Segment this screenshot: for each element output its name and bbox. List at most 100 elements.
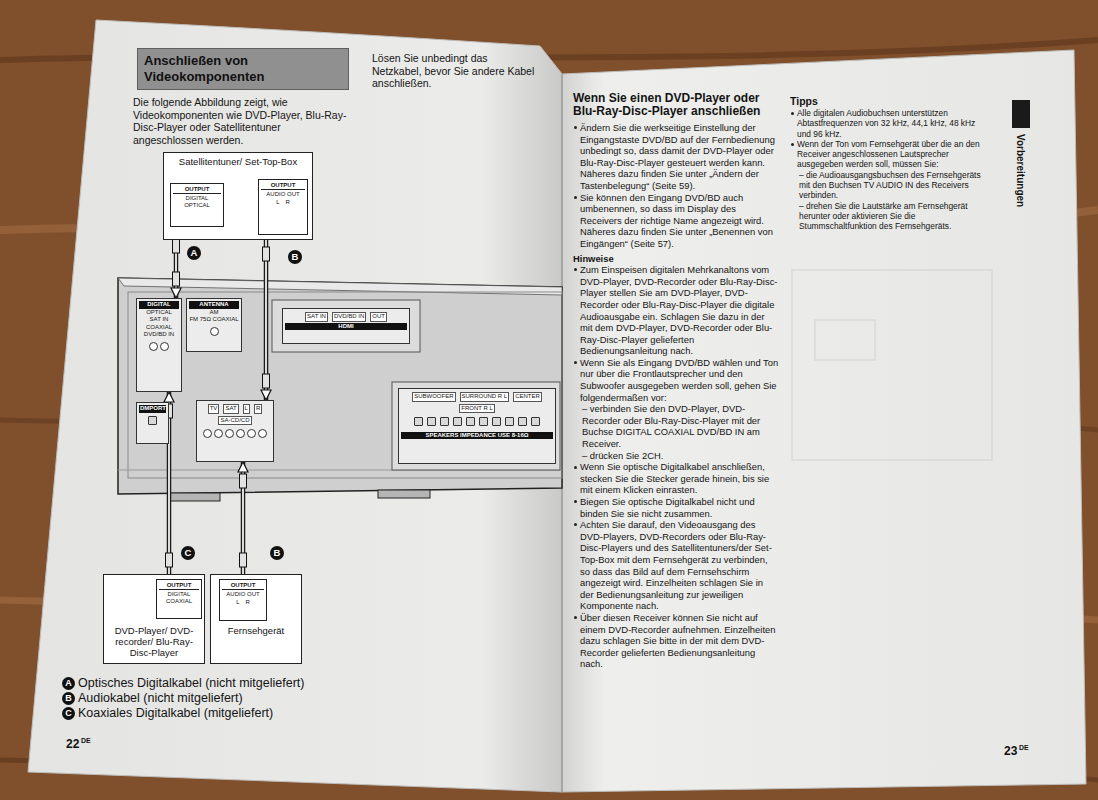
speaker-terminal: [505, 417, 514, 426]
cable-connector: [238, 462, 248, 579]
receiver-rear-panel: [118, 278, 562, 501]
node-text: ANTENNA: [189, 301, 239, 309]
node-text: OUT: [370, 312, 387, 322]
speaker-terminal: [453, 417, 462, 426]
node-text: SUBWOOFER: [412, 392, 455, 402]
output-panel: OUTPUTAUDIO OUTLR: [219, 579, 267, 621]
speaker-bay: [392, 382, 560, 470]
note-paragraph: Sie können den Eingang DVD/BD auch umben…: [573, 192, 779, 250]
node-text: L: [235, 599, 240, 606]
receiver-panel-frame: [128, 292, 562, 478]
legend-text: Koaxiales Digitalkabel (mitgeliefert): [78, 706, 273, 720]
node-text: SAT: [223, 404, 238, 414]
hdmi-bay: [272, 300, 420, 352]
node-text: SPEAKERS IMPEDANCE USE 8-16Ω: [401, 432, 553, 440]
connector-row: [189, 326, 239, 340]
cable-plug: [240, 553, 247, 567]
bullet-dot: [791, 143, 794, 146]
jack-socket: [210, 327, 219, 336]
bullet-dot: [574, 466, 577, 469]
jack-socket: [225, 429, 234, 438]
note-paragraph: – verbinden Sie den DVD-Player, DVD-Reco…: [573, 403, 779, 449]
right-page: [562, 50, 1086, 792]
speaker-terminal: [148, 416, 157, 425]
bleed-through: [792, 270, 992, 460]
bullet-dot: [574, 523, 577, 526]
node-text: DIGITAL OPTICAL: [173, 195, 221, 209]
callout-letter: B: [270, 546, 284, 560]
node-text: DIGITAL: [139, 301, 179, 309]
node-text: AUDIO OUT: [261, 191, 305, 198]
note-heading: Tipps: [790, 95, 988, 108]
page-number: 22: [66, 737, 79, 751]
speaker-terminal: [414, 417, 423, 426]
text-column: Wenn Sie einen DVD-Player oder Blu-Ray-D…: [573, 92, 779, 670]
receiver-foot: [378, 490, 430, 498]
node-text: OUTPUT: [222, 582, 264, 590]
page-suffix: DE: [1019, 744, 1029, 752]
node-text: R: [285, 199, 291, 206]
jack-socket: [203, 429, 212, 438]
jack-panel: ANTENNAAMFM 75Ω COAXIAL: [186, 298, 242, 352]
receiver-body: [118, 278, 562, 494]
output-panel: OUTPUTAUDIO OUTLR: [258, 179, 308, 235]
node-text: OUTPUT: [159, 582, 199, 590]
node-text: DVD/BD IN: [139, 331, 179, 339]
node-text: Fernsehgerät: [214, 625, 298, 636]
jack-socket: [149, 342, 158, 351]
output-panel: OUTPUTDIGITAL COAXIAL: [156, 579, 202, 619]
node-text: CENTER: [513, 392, 542, 402]
jack-socket: [236, 429, 245, 438]
legend-text: Optisches Digitalkabel (nicht mitgeliefe…: [78, 676, 304, 690]
node-text: SAT IN: [139, 316, 179, 324]
note-paragraph: Alle digitalen Audiobuchsen unterstützen…: [790, 108, 988, 139]
arrow-head: [164, 392, 174, 402]
connector-row: [139, 341, 179, 355]
node-text: L: [243, 404, 250, 414]
connector-row: [139, 415, 166, 429]
bullet-dot: [574, 616, 577, 619]
note-heading: Hinweise: [573, 253, 779, 265]
speaker-terminal: [466, 417, 475, 426]
cable-plug: [173, 272, 180, 286]
note-paragraph: – die Audioausgangsbuchsen des Fernsehge…: [790, 170, 988, 201]
cable-plug: [263, 247, 270, 261]
note-paragraph: Ändern Sie die werkseitige Einstellung d…: [573, 122, 779, 192]
node-text: AUDIO OUT: [222, 591, 264, 598]
node-text: DVD/BD IN: [332, 312, 366, 322]
cable-plug: [173, 239, 180, 253]
node-text: SURROUND R L: [460, 392, 510, 402]
note-paragraph: – drücken Sie 2CH.: [573, 450, 779, 462]
index-tab: [1012, 100, 1030, 128]
cable-connector: [261, 235, 271, 400]
intro-text: Die folgende Abbildung zeigt, wie Videok…: [133, 96, 347, 146]
callout-letter: C: [181, 546, 195, 560]
node-text: COAXIAL: [139, 324, 179, 332]
arrow-head: [261, 390, 271, 400]
jack-socket: [258, 429, 267, 438]
bullet-dot: [791, 112, 794, 115]
bleed-shape: [792, 270, 992, 460]
node-text: DMPORT: [139, 405, 166, 413]
connector-row: [401, 416, 553, 430]
node-text: R: [254, 404, 262, 414]
bleed-shape: [815, 320, 875, 360]
node-text: OUTPUT: [261, 182, 305, 190]
warning-note: Lösen Sie unbedingt das Netzkabel, bevor…: [372, 52, 540, 90]
legend-row: BAudiokabel (nicht mitgeliefert): [62, 691, 304, 706]
note-paragraph: Wenn Sie als Eingang DVD/BD wählen und T…: [573, 357, 779, 403]
node-text: DVD-Player/ DVD-recorder/ Blu-Ray-Disc-P…: [107, 625, 201, 658]
node-text: R: [245, 599, 251, 606]
node-text: L: [275, 199, 280, 206]
node-text: FM 75Ω COAXIAL: [189, 316, 239, 324]
page-suffix: DE: [81, 737, 91, 745]
legend-letter: C: [62, 707, 75, 720]
connector-row: [199, 428, 271, 442]
node-text: TV: [208, 404, 220, 414]
callout-letter: B: [288, 250, 302, 264]
receiver-foot: [168, 493, 220, 501]
